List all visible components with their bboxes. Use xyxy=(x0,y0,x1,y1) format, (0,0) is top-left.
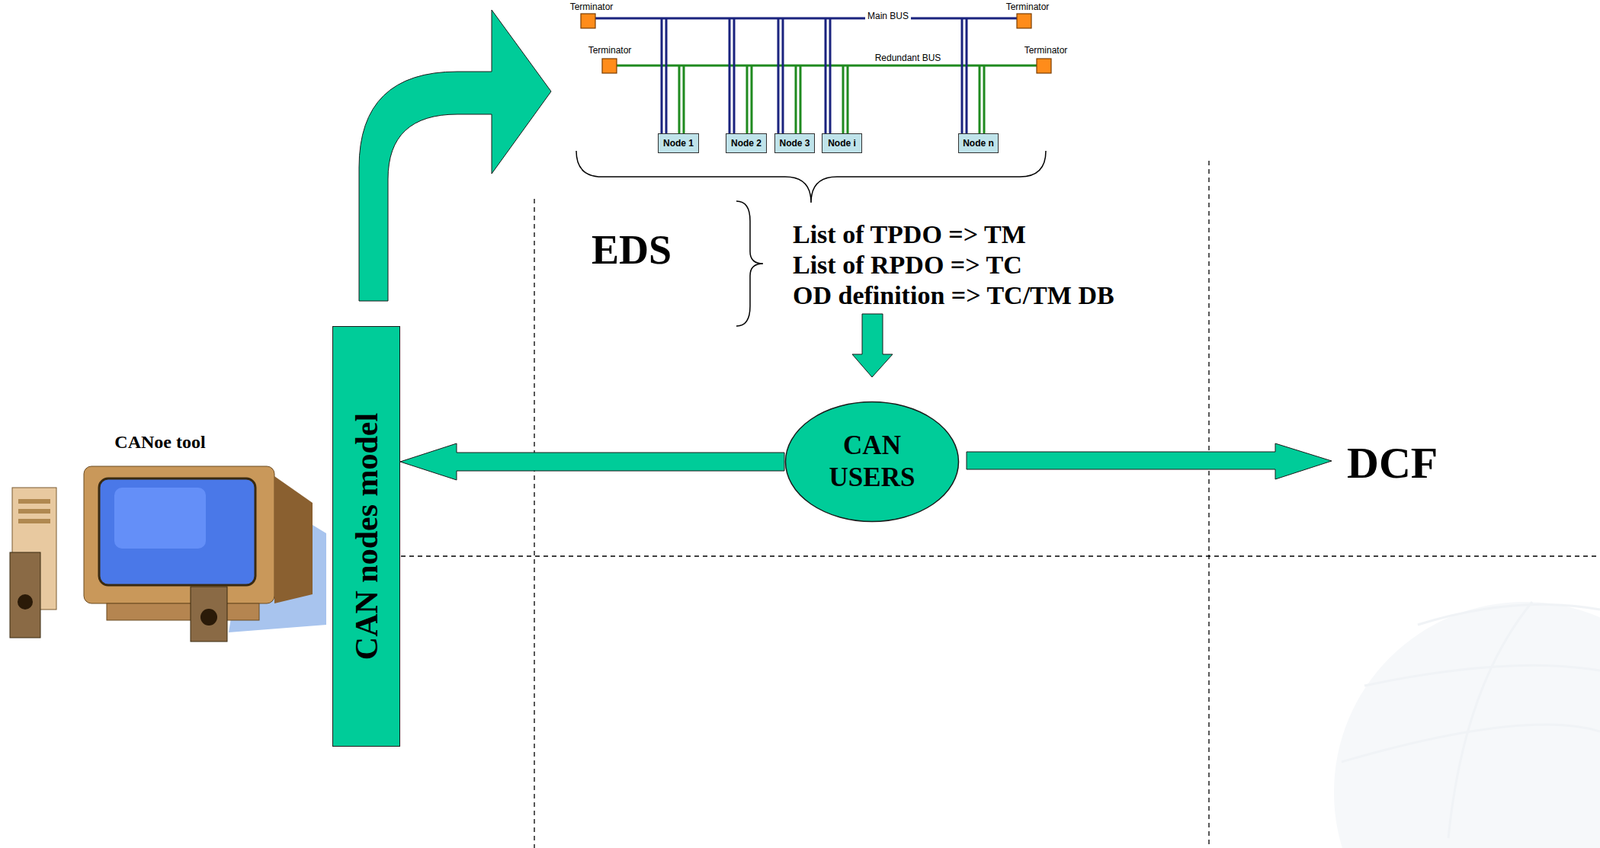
node-label: Node 2 xyxy=(731,137,762,149)
dashed-line xyxy=(1208,160,1209,848)
bus-node-box: Node 1 xyxy=(657,133,699,154)
bus-label: Main BUS xyxy=(865,10,911,22)
speaker xyxy=(190,586,228,642)
tool-label: CANoe tool xyxy=(114,432,206,453)
terminator-symbol xyxy=(1036,58,1052,74)
model-bar: CAN nodes model xyxy=(332,326,401,748)
monitor-base xyxy=(106,603,260,621)
dashed-line xyxy=(400,555,1600,557)
drive-bay xyxy=(18,509,51,514)
curved-arrow xyxy=(359,9,552,302)
eds-item: OD definition => TC/TM DB xyxy=(792,281,1115,311)
terminators xyxy=(580,13,1052,74)
node-label: Node 3 xyxy=(779,137,810,149)
dashed-line xyxy=(533,198,535,848)
eds-title: EDS xyxy=(591,226,672,274)
terminator-label: Terminator xyxy=(1024,44,1068,56)
node-label: Node i xyxy=(827,137,857,149)
terminator-symbol xyxy=(1016,13,1032,29)
eds-item: List of RPDO => TC xyxy=(792,250,1023,280)
main-bus xyxy=(595,17,1017,20)
dcf-label: DCF xyxy=(1346,437,1438,489)
globe-watermark xyxy=(1333,602,1600,848)
down-arrow xyxy=(852,314,893,378)
globe-lines xyxy=(1341,602,1600,839)
node-label: Node 1 xyxy=(663,137,694,149)
block-arrow-connector xyxy=(400,443,785,481)
bus-node-box: Node i xyxy=(821,133,863,154)
drive-bay xyxy=(18,519,51,524)
computer-illustration xyxy=(9,466,327,642)
brace xyxy=(736,201,764,327)
ellipse-shape xyxy=(785,402,959,523)
right-arrow xyxy=(966,443,1332,480)
bus-node-box: Node 3 xyxy=(774,133,815,154)
brace xyxy=(576,150,1046,203)
bus-label: Redundant BUS xyxy=(872,52,944,64)
eds-item: List of TPDO => TM xyxy=(792,220,1027,250)
ellipse-outline xyxy=(784,400,960,523)
screen xyxy=(99,478,256,586)
users-label: CAN USERS xyxy=(818,429,926,494)
speaker-cone xyxy=(200,609,218,626)
terminator-label: Terminator xyxy=(588,44,632,56)
terminator-symbol xyxy=(580,13,596,29)
bus-wiring xyxy=(595,18,1037,134)
speaker xyxy=(9,552,41,639)
terminator-label: Terminator xyxy=(570,1,614,13)
terminator-symbol xyxy=(602,58,617,74)
monitor-side xyxy=(274,476,313,604)
main-bus-drops xyxy=(661,18,967,134)
speaker-cone xyxy=(17,594,33,610)
screen-glare xyxy=(114,487,206,549)
monitor-body xyxy=(83,466,275,604)
globe xyxy=(1333,602,1600,848)
node-label: Node n xyxy=(962,137,994,149)
redundant-bus-drops xyxy=(679,65,985,134)
dashed-dividers xyxy=(400,160,1600,848)
terminator-label: Terminator xyxy=(1006,1,1050,13)
drive-bay xyxy=(18,499,51,504)
bus-node-box: Node 2 xyxy=(725,133,767,154)
bus-node-box: Node n xyxy=(958,133,999,154)
model-label: CAN nodes model xyxy=(348,413,385,661)
users-ellipse: CAN USERS xyxy=(784,400,960,523)
